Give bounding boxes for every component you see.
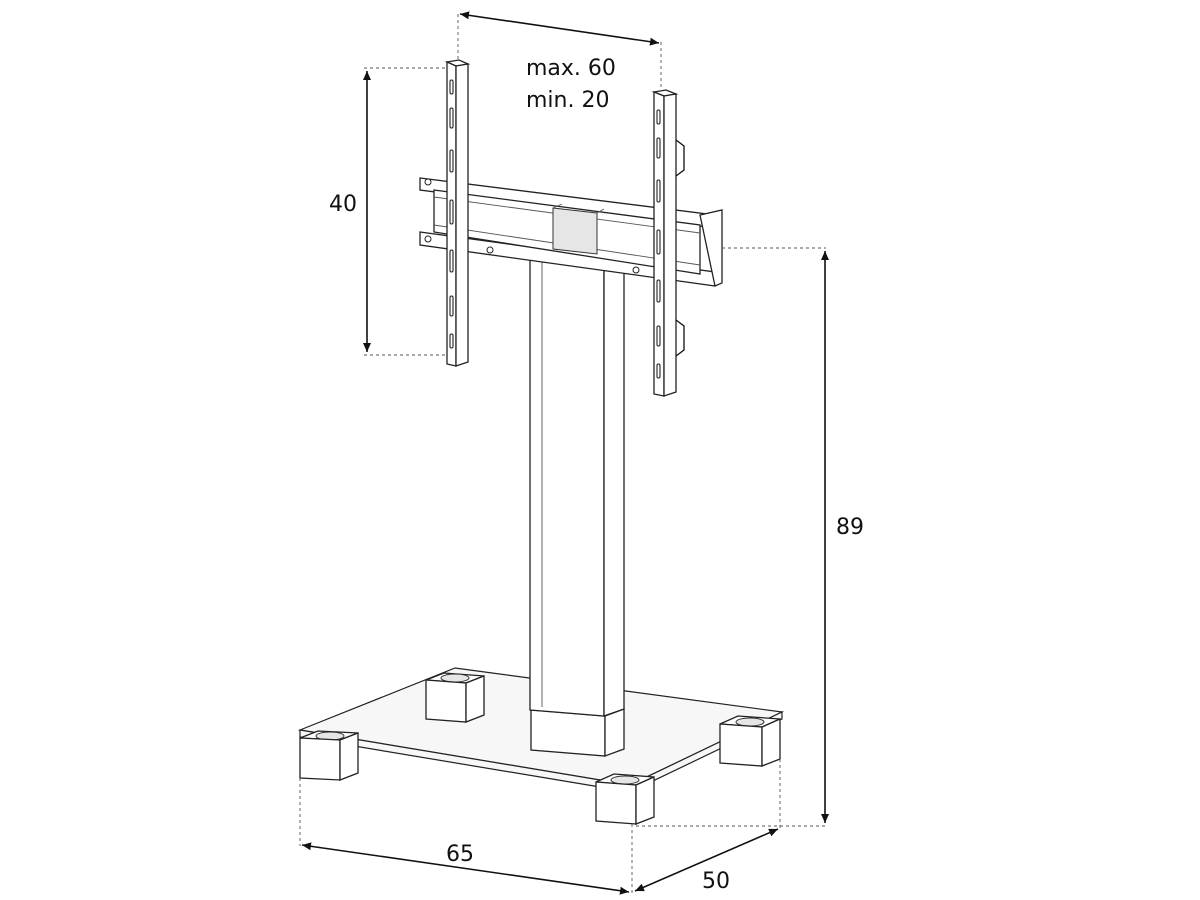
dimension-total-height	[636, 247, 829, 827]
plate-height-label: 40	[329, 192, 357, 217]
foot-front-right	[595, 773, 655, 825]
plate-width-min-label: min. 20	[526, 88, 610, 113]
left-vesa-bracket	[444, 59, 471, 367]
center-column	[529, 250, 625, 717]
dimension-base-depth	[634, 759, 781, 892]
dimension-base-width	[299, 778, 633, 895]
dimension-plate-height	[363, 67, 446, 356]
base-width-label: 65	[446, 842, 474, 867]
mounting-rail	[419, 177, 723, 287]
right-vesa-bracket	[651, 89, 685, 397]
base-depth-label: 50	[702, 869, 730, 894]
foot-front-left	[299, 730, 359, 781]
foot-back-right	[719, 715, 781, 767]
foot-back-left	[425, 672, 485, 723]
total-height-label: 89	[836, 515, 864, 540]
dimension-plate-width	[457, 11, 662, 90]
plate-width-max-label: max. 60	[526, 56, 616, 81]
